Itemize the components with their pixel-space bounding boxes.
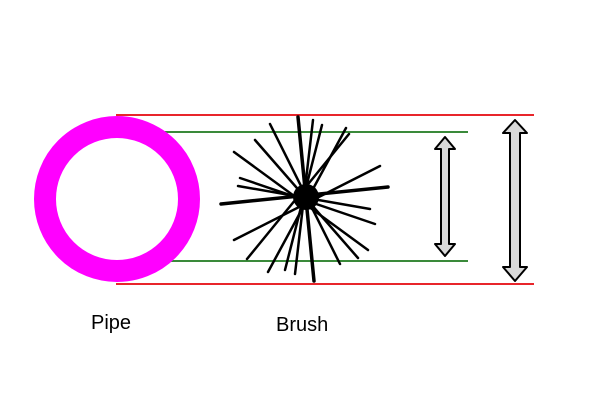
- inner-diameter-arrow: [434, 136, 456, 257]
- outer-diameter-arrow: [502, 119, 528, 282]
- brush-hub: [293, 184, 319, 210]
- brush-icon: [219, 115, 390, 283]
- pipe-ring: [34, 116, 200, 282]
- pipe-label: Pipe: [91, 312, 132, 334]
- brush-label: Brush: [276, 314, 329, 336]
